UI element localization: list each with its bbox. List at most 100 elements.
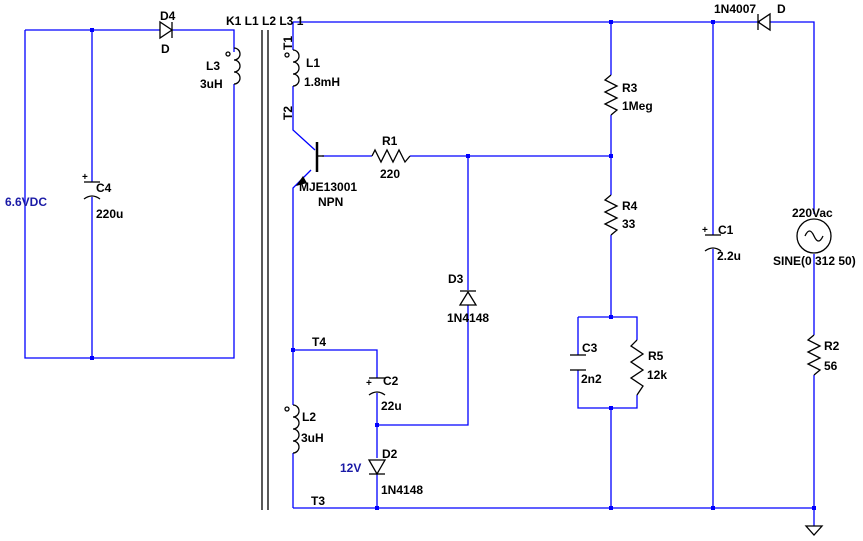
r3-zigzag [603, 74, 619, 116]
resistor-r2[interactable] [806, 334, 822, 376]
capacitor-c4[interactable]: + [82, 172, 101, 200]
v1-circle [796, 218, 832, 254]
d1-ref: 1N4007 [714, 2, 756, 16]
diode-d1[interactable] [756, 12, 771, 32]
d4-model: D [161, 42, 170, 56]
c4-plus: + [82, 172, 88, 183]
l3-dot [225, 51, 231, 57]
ac-source-v1[interactable] [796, 218, 832, 254]
capacitor-c3[interactable] [570, 354, 586, 371]
c2-plate-bottom [368, 391, 386, 396]
resistor-r3[interactable] [603, 74, 619, 116]
junction-dot [609, 20, 613, 24]
r2-value: 56 [824, 359, 838, 373]
wire-top-rail [293, 21, 815, 214]
l2-ref: L2 [302, 410, 316, 424]
junction-dot [90, 356, 94, 360]
c1-plate-bottom [704, 247, 722, 252]
r4-zigzag [603, 194, 619, 236]
inductor-l1[interactable] [284, 49, 300, 87]
junction-dot [609, 406, 613, 410]
r2-ref: R2 [824, 339, 840, 353]
c3-value: 2n2 [581, 372, 602, 386]
diode-d4[interactable] [159, 20, 174, 40]
ground-symbol [804, 525, 824, 536]
d4-ref: D4 [160, 9, 176, 23]
junction-dot [466, 154, 470, 158]
v1-sine [804, 230, 824, 242]
resistor-r1[interactable] [371, 148, 411, 164]
c2-ref: C2 [383, 374, 399, 388]
v1-value: SINE(0 312 50) [773, 254, 856, 268]
junctions [90, 20, 816, 510]
wire-emitter [292, 169, 312, 405]
k1-directive: K1 L1 L2 L3 1 [226, 14, 304, 28]
t2-label: T2 [281, 106, 295, 120]
transistor-q1[interactable] [296, 142, 324, 186]
inductor-l2[interactable] [284, 404, 300, 454]
junction-dot [711, 20, 715, 24]
r3-value: 1Meg [622, 99, 653, 113]
inductor-l3[interactable] [225, 47, 241, 85]
l3-ref: L3 [206, 59, 220, 73]
wire-rc-box [577, 316, 638, 409]
junction-dot [375, 506, 379, 510]
c3-ref: C3 [582, 341, 598, 355]
diode-d3-body [458, 290, 478, 306]
r4-ref: R4 [622, 199, 638, 213]
q1-model: MJE13001 [299, 180, 357, 194]
diode-d1-body [756, 12, 771, 32]
diode-d2[interactable] [367, 459, 387, 476]
d2-ref: D2 [382, 447, 398, 461]
l1-dot [284, 52, 290, 58]
wire-left-vertical [24, 30, 235, 359]
c2-plus: + [366, 378, 372, 389]
c1-ref: C1 [718, 223, 734, 237]
l1-coil [292, 49, 300, 87]
r1-zigzag [371, 148, 411, 164]
ground-triangle [804, 525, 824, 536]
junction-dot [375, 423, 379, 427]
l3-value: 3uH [200, 77, 223, 91]
net-label-6v6: 6.6VDC [5, 195, 47, 209]
c2-value: 22u [381, 399, 402, 413]
r5-value: 12k [647, 368, 667, 382]
diode-d4-body [159, 20, 174, 40]
l3-coil [233, 47, 241, 85]
c1-plus: + [702, 225, 708, 236]
c4-value: 220u [96, 207, 123, 221]
q1-type: NPN [318, 195, 343, 209]
v1-ref: 220Vac [792, 206, 833, 220]
diode-d3[interactable] [458, 290, 478, 306]
junction-dot [609, 315, 613, 319]
junction-dot [812, 506, 816, 510]
d1-model: D [777, 2, 786, 16]
resistor-r5[interactable] [629, 339, 645, 396]
resistor-r4[interactable] [603, 194, 619, 236]
l1-value: 1.8mH [304, 75, 340, 89]
transformer-core [261, 30, 269, 510]
net-label-12v: 12V [340, 461, 361, 475]
c4-ref: C4 [96, 181, 112, 195]
l2-dot [284, 406, 290, 412]
capacitor-c1[interactable]: + [702, 225, 722, 252]
r1-value: 220 [380, 167, 400, 181]
r1-ref: R1 [382, 134, 398, 148]
r5-zigzag [629, 339, 645, 396]
d3-ref: D3 [448, 272, 464, 286]
node-t3-label: T3 [311, 494, 325, 508]
c4-plate-bottom [83, 195, 101, 200]
l1-ref: L1 [306, 56, 320, 70]
d3-model: 1N4148 [447, 311, 489, 325]
junction-dot [609, 154, 613, 158]
wires [24, 21, 815, 526]
t1-label: T1 [281, 36, 295, 50]
wire-d3-bottom [377, 305, 469, 426]
diode-d2-body [367, 459, 387, 476]
d2-model: 1N4148 [381, 483, 423, 497]
q1-emitter-arrow [296, 176, 307, 186]
wire-left-top [25, 29, 235, 52]
l2-coil [292, 404, 300, 454]
wire-l1-collector [292, 86, 316, 151]
capacitor-c2[interactable]: + [366, 377, 386, 396]
